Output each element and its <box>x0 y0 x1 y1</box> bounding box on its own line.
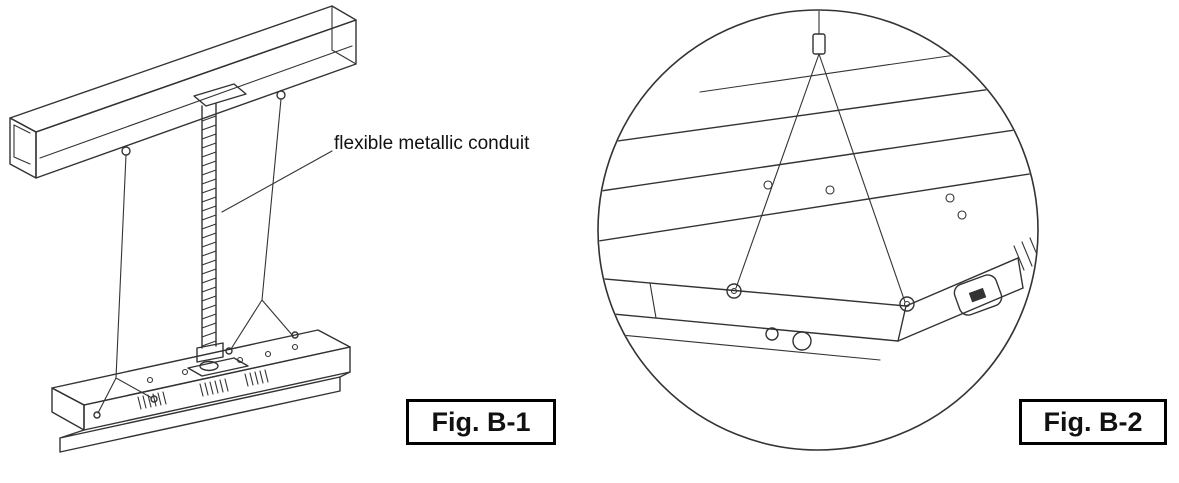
suspension-cable-right <box>225 90 299 355</box>
fig-b1-drawing <box>9 5 357 453</box>
fixture-underside <box>599 49 1037 243</box>
fig-b2-caption: Fig. B-2 <box>1019 399 1167 445</box>
junction-box <box>193 83 247 107</box>
fig-b1-caption-text: Fig. B-1 <box>431 406 531 437</box>
light-fixture <box>51 329 351 453</box>
annotation-pointer-line <box>221 150 333 213</box>
detail-circle <box>597 9 1039 451</box>
flexible-conduit <box>196 103 224 372</box>
fixture-edge-detail <box>599 237 1037 361</box>
mounting-beam <box>9 5 357 179</box>
fig-b1-caption: Fig. B-1 <box>406 399 556 445</box>
vent-slots-detail <box>1013 237 1037 271</box>
suspension-cables-detail <box>726 53 915 312</box>
hanger-wire <box>812 11 826 55</box>
end-cap-button <box>953 274 1003 316</box>
fig-b2-caption-text: Fig. B-2 <box>1043 406 1143 437</box>
vent-slots <box>137 369 269 410</box>
fig-b2-drawing <box>597 9 1039 451</box>
conduit-annotation: flexible metallic conduit <box>334 133 530 154</box>
